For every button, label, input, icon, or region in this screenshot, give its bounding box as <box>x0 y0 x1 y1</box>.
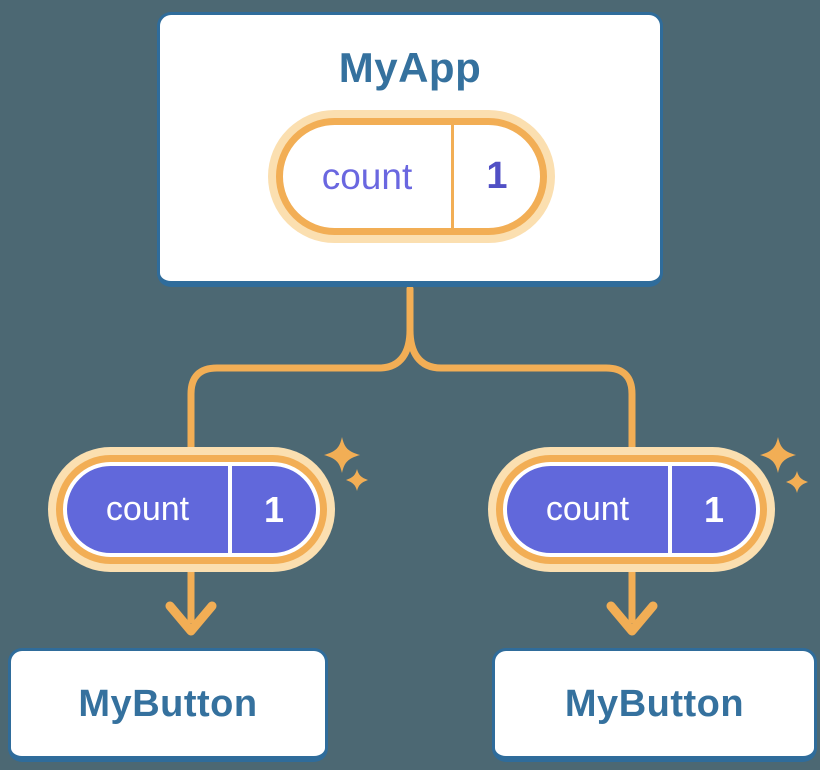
state-value-label: 1 <box>703 488 725 530</box>
connector-branch-left <box>187 285 414 456</box>
state-pill-root: count 1 <box>276 118 547 235</box>
connector-branch-right <box>406 285 636 456</box>
component-card-mybutton-left: MyButton <box>8 648 328 762</box>
component-card-mybutton-right: MyButton <box>492 648 817 762</box>
pill-divider <box>451 125 454 228</box>
arrow-down-icon <box>606 601 658 636</box>
arrow-down-icon <box>165 601 217 636</box>
pill-divider <box>668 466 672 553</box>
state-key-cell: count <box>507 466 668 553</box>
state-value-label: 1 <box>486 155 508 197</box>
state-pill-child-left: count 1 <box>63 462 320 557</box>
state-pill-child-right: count 1 <box>503 462 760 557</box>
state-value-label: 1 <box>263 488 285 530</box>
state-key-cell: count <box>67 466 228 553</box>
component-title: MyApp <box>338 44 482 91</box>
component-title: MyButton <box>564 682 745 725</box>
state-key-label: count <box>105 490 190 528</box>
component-card-myapp: MyApp <box>157 12 663 287</box>
state-key-label: count <box>321 155 413 197</box>
state-value-cell: 1 <box>454 125 540 228</box>
component-title: MyButton <box>78 682 258 725</box>
state-value-cell: 1 <box>672 466 756 553</box>
state-value-cell: 1 <box>232 466 316 553</box>
state-key-label: count <box>545 490 630 528</box>
state-key-cell: count <box>283 125 451 228</box>
pill-divider <box>228 466 232 553</box>
